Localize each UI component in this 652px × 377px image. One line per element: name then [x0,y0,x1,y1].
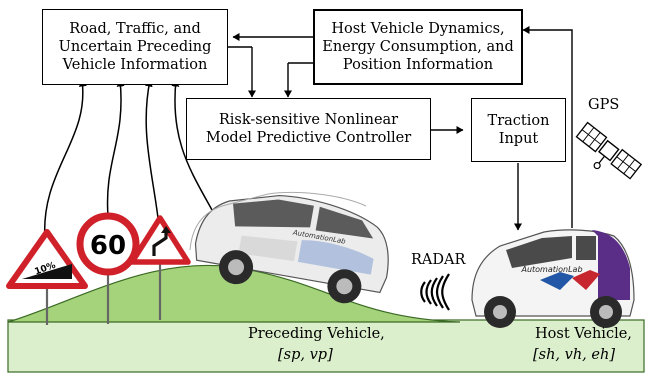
preceding-vehicle: AutomationLab [194,194,389,304]
satellite-icon [575,121,643,180]
arrow-car-to-host-info [522,26,573,228]
controller-line-2: Model Predictive Controller [205,130,412,146]
arrow-preceding-car [171,79,213,211]
road-traffic-info-box: Road, Traffic, and Uncertain Preceding V… [42,9,228,85]
host-vehicle: AutomationLab [471,229,635,328]
host-dynamics-line-3: Position Information [342,57,494,73]
preceding-vehicle-ghost [189,192,367,251]
curve-warning-sign [129,215,191,320]
host-vehicle-dynamics-box: Host Vehicle Dynamics, Energy Consumptio… [313,9,523,85]
radar-waves-icon [420,273,450,311]
controller-line-1: Risk-sensitive Nonlinear [218,112,399,128]
host-dynamics-line-2: Energy Consumption, and [322,39,514,55]
arrow-curve-sign [144,79,159,219]
host-vehicle-label: Host Vehicle, [535,326,632,342]
ground [7,319,645,373]
traction-input-box: Traction Input [471,98,566,162]
host-dynamics-line-1: Host Vehicle Dynamics, [331,21,505,37]
arrow-grade-sign [43,79,87,241]
host-state-text: [sh, vh, eh] [533,347,615,363]
traction-line-1: Traction [487,113,550,129]
arrow-speed-sign [106,79,125,217]
road-info-line-2: Uncertain Preceding [58,39,212,55]
gps-label: GPS [588,97,620,113]
radar-label: RADAR [411,252,466,268]
road-info-line-1: Road, Traffic, and [69,21,201,37]
preceding-state-text: [sp, vp] [278,347,333,363]
controller-box: Risk-sensitive Nonlinear Model Predictiv… [186,98,431,160]
speed-limit-sign: 60 [76,212,140,324]
host-brand-text: AutomationLab [520,265,582,274]
preceding-vehicle-label: Preceding Vehicle, [248,326,385,342]
preceding-vehicle-state: [sp, vp] [278,346,333,365]
host-vehicle-state: [sh, vh, eh] [533,346,615,365]
grade-warning-sign: 10% [6,229,88,325]
traction-line-2: Input [498,131,539,147]
speed-limit-text: 60 [90,231,126,261]
road-info-line-3: Vehicle Information [62,57,208,73]
